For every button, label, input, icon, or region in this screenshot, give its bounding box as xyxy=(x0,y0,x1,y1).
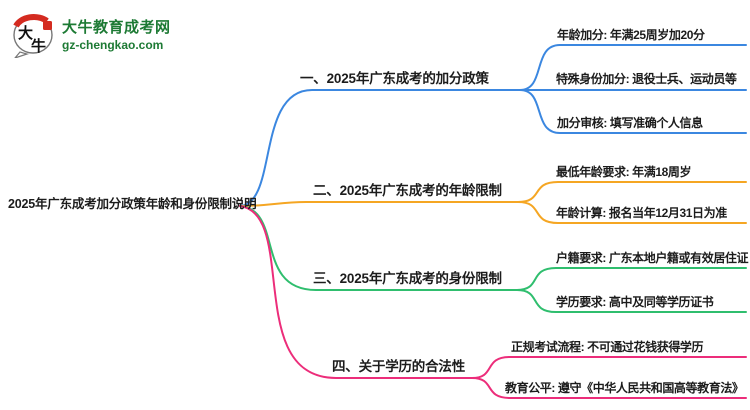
branch-4-leaf-2-connector xyxy=(471,377,747,399)
icon-char-1: 大 xyxy=(18,24,33,42)
branch-2-connector xyxy=(239,201,519,207)
branch-2-leaf-2-connector xyxy=(517,201,747,224)
branch-3-leaf-1-connector xyxy=(516,267,747,291)
leaf-node-2-2: 年龄计算: 报名当年12月31日为准 xyxy=(556,206,727,220)
site-domain: gz-chengkao.com xyxy=(62,38,164,52)
leaf-node-1-2: 特殊身份加分: 退役士兵、运动员等 xyxy=(556,72,737,86)
branch-node-1: 一、2025年广东成考的加分政策 xyxy=(300,71,489,86)
red-arc xyxy=(13,14,49,28)
branch-1-leaf-1-connector xyxy=(519,44,747,91)
leaf-node-1-1: 年龄加分: 年满25周岁加20分 xyxy=(557,28,705,42)
site-name: 大牛教育成考网 xyxy=(62,19,171,36)
branch-4-leaf-1-connector xyxy=(471,356,747,379)
leaf-node-4-1: 正规考试流程: 不可通过花钱获得学历 xyxy=(511,340,704,354)
branch-3-leaf-2-connector xyxy=(516,289,747,313)
leaf-node-2-1: 最低年龄要求: 年满18周岁 xyxy=(556,165,692,179)
leaf-node-4-2: 教育公平: 遵守《中华人民共和国高等教育法》 xyxy=(505,381,744,395)
seal-icon xyxy=(43,21,52,30)
leaf-node-3-1: 户籍要求: 广东本地户籍或有效居住证 xyxy=(556,251,749,265)
branch-4-connector xyxy=(239,205,473,379)
daniu-bubble-icon: 大 牛 xyxy=(13,14,53,58)
branch-node-4: 四、关于学历的合法性 xyxy=(332,359,465,374)
site-logo: 大 牛 大牛教育成考网 gz-chengkao.com xyxy=(10,10,171,58)
leaf-node-1-3: 加分审核: 填写准确个人信息 xyxy=(557,116,703,130)
branch-node-3: 三、2025年广东成考的身份限制 xyxy=(313,271,502,286)
branch-1-connector xyxy=(239,89,521,207)
branch-1-leaf-3-connector xyxy=(519,89,747,134)
branch-2-leaf-1-connector xyxy=(517,181,747,203)
icon-char-2: 牛 xyxy=(31,37,46,55)
bubble-tail xyxy=(14,51,30,58)
leaf-node-3-2: 学历要求: 高中及同等学历证书 xyxy=(556,295,714,309)
root-node: 2025年广东成考加分政策年龄和身份限制说明 xyxy=(8,197,257,211)
branch-node-2: 二、2025年广东成考的年龄限制 xyxy=(313,183,502,198)
